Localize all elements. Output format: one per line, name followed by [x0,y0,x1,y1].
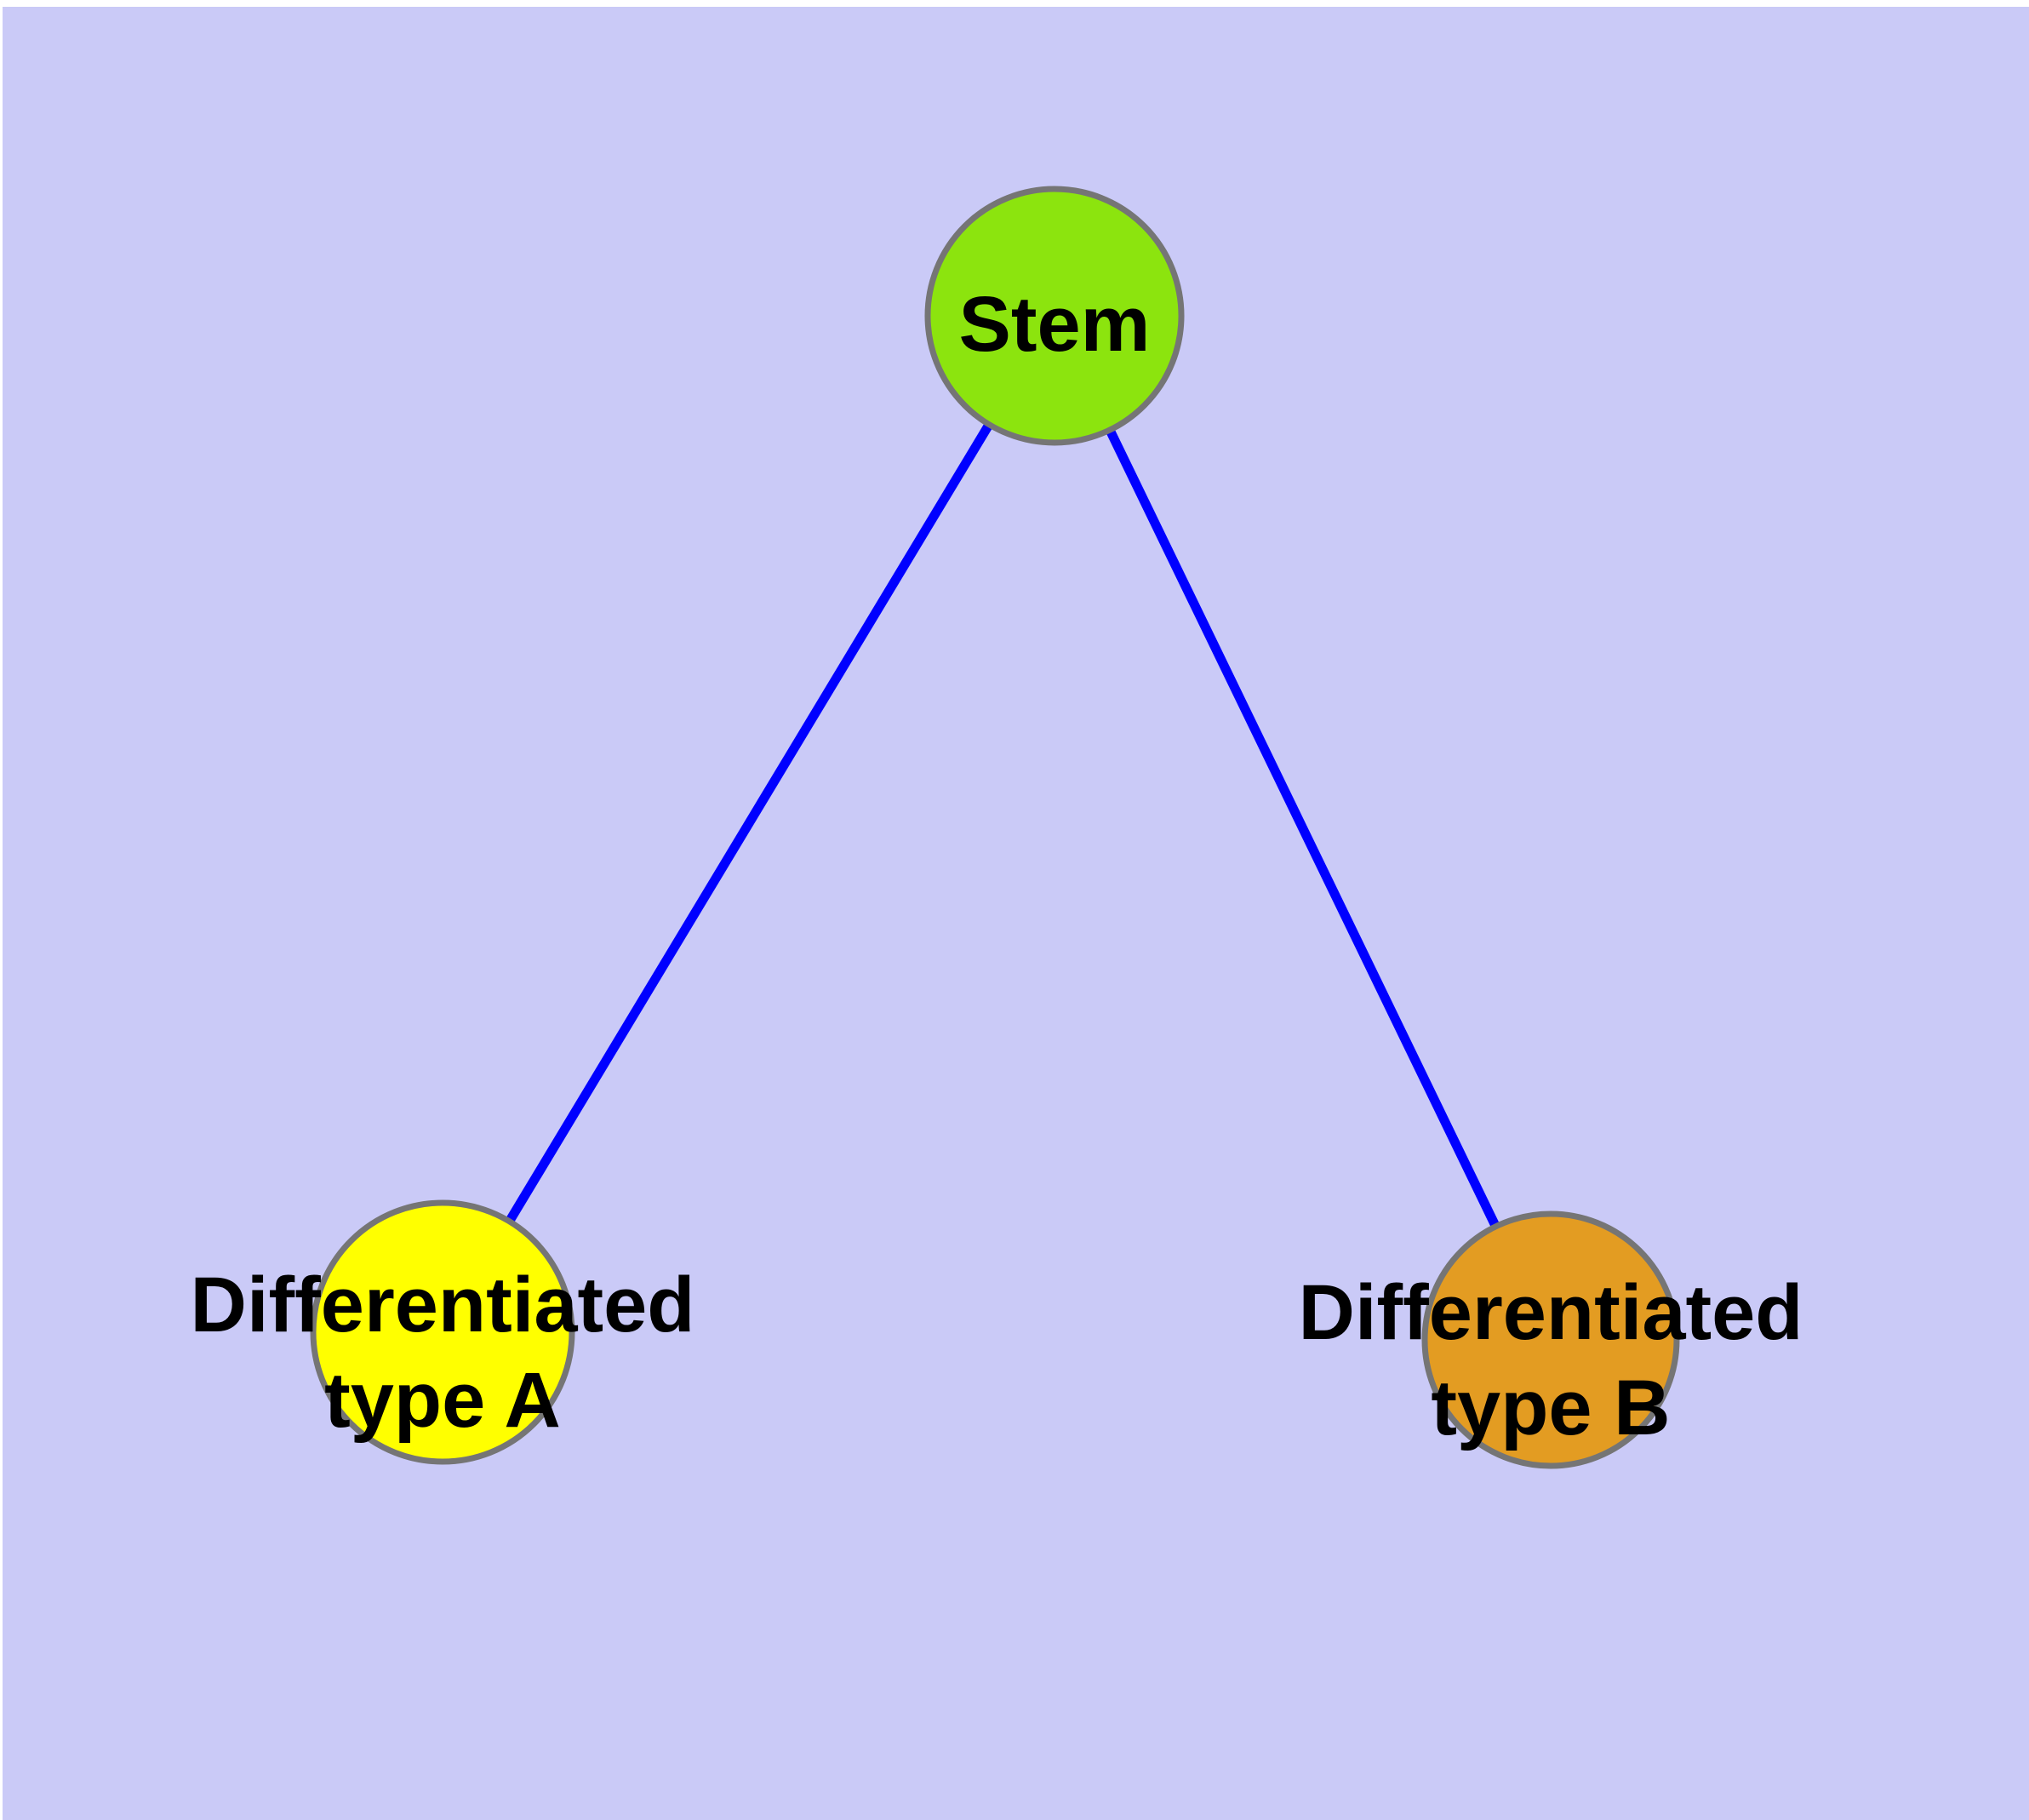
node-stem-label-line-1: Stem [959,281,1151,368]
node-differentiated-type-b: Differentiated type B [1299,1210,1803,1469]
node-stem: Stem [924,186,1185,446]
node-differentiated-type-b-label-line-1: Differentiated [1299,1269,1803,1356]
node-stem-circle [924,186,1185,446]
edge-stem-to-differentiated-type-b [1106,427,1500,1229]
node-differentiated-type-a-circle [310,1199,575,1465]
node-stem-label: Stem [959,281,1151,368]
node-differentiated-type-a-label: Differentiated type A [191,1262,695,1444]
edge-stem-to-differentiated-type-a [505,421,993,1224]
node-differentiated-type-a: Differentiated type A [191,1199,695,1465]
node-differentiated-type-a-label-line-2: type A [324,1357,561,1444]
node-differentiated-type-b-circle [1421,1210,1680,1469]
node-differentiated-type-a-label-line-1: Differentiated [191,1262,695,1348]
node-differentiated-type-b-label: Differentiated type B [1299,1269,1803,1451]
node-differentiated-type-b-label-line-2: type B [1431,1365,1670,1451]
